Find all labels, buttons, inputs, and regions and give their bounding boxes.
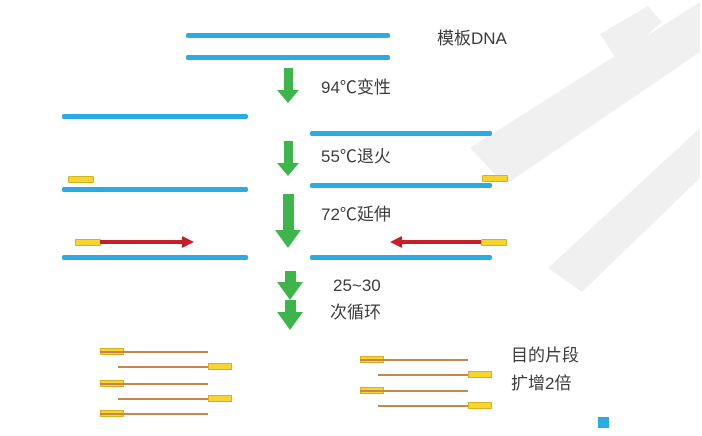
cycle-arrow-top-icon <box>277 271 303 300</box>
product-strand <box>378 405 492 407</box>
result-label-line2: 扩增2倍 <box>511 374 572 393</box>
extension-arrow-right-icon <box>100 236 194 248</box>
product-strand <box>360 390 468 392</box>
arrow-head <box>182 236 194 248</box>
cycles-label-line2: 次循环 <box>330 303 381 322</box>
extension-strand-right <box>310 255 492 260</box>
product-strand <box>118 398 232 400</box>
product-primer <box>208 363 232 370</box>
product-strand <box>100 383 208 385</box>
cycle-arrow-bottom-icon <box>277 300 303 330</box>
product-strand <box>378 374 492 376</box>
arrow-shaft <box>284 271 296 282</box>
primer-right <box>482 175 508 182</box>
product-strand <box>100 413 208 415</box>
anneal-step-arrow-icon <box>277 141 299 176</box>
extension-arrow-left-icon <box>390 236 484 248</box>
product-primer <box>468 402 492 409</box>
extend-step-arrow-icon <box>275 194 301 248</box>
arrow-head <box>277 312 303 330</box>
product-strand <box>360 359 468 361</box>
product-strand <box>100 351 208 353</box>
product-primer <box>468 371 492 378</box>
denature-step-arrow-icon <box>277 68 299 103</box>
watermark-stripe-lower <box>548 128 700 292</box>
arrow-shaft <box>284 300 296 312</box>
extend-step-label: 72℃延伸 <box>321 205 391 224</box>
arrow-shaft <box>283 141 293 163</box>
template-dna-strand-top <box>186 33 390 38</box>
arrow-shaft <box>402 240 484 244</box>
denatured-strand-left <box>62 114 248 119</box>
arrow-shaft <box>283 68 293 90</box>
watermark-stripe-upper <box>470 2 700 185</box>
arrow-shaft <box>282 194 294 230</box>
arrow-shaft <box>100 240 182 244</box>
watermark-fragment <box>600 6 662 62</box>
corner-blue-square <box>598 417 609 428</box>
cycles-label-line1: 25~30 <box>333 276 381 295</box>
denature-step-label: 94℃变性 <box>321 78 391 97</box>
anneal-step-label: 55℃退火 <box>321 147 391 166</box>
primer-left <box>68 176 94 183</box>
arrow-head <box>275 230 301 248</box>
arrow-head <box>277 90 299 103</box>
extension-primer-left <box>75 239 101 246</box>
arrow-head <box>277 163 299 176</box>
denatured-strand-right <box>310 131 492 136</box>
arrow-head <box>390 236 402 248</box>
extension-primer-right <box>481 239 507 246</box>
arrow-head <box>277 282 303 300</box>
product-primer <box>208 395 232 402</box>
anneal-strand-right <box>310 183 492 188</box>
product-strand <box>118 366 232 368</box>
anneal-strand-left <box>62 187 248 192</box>
template-dna-label: 模板DNA <box>437 29 507 48</box>
template-dna-strand-bottom <box>186 55 390 60</box>
extension-strand-left <box>62 255 248 260</box>
result-label-line1: 目的片段 <box>511 346 579 365</box>
